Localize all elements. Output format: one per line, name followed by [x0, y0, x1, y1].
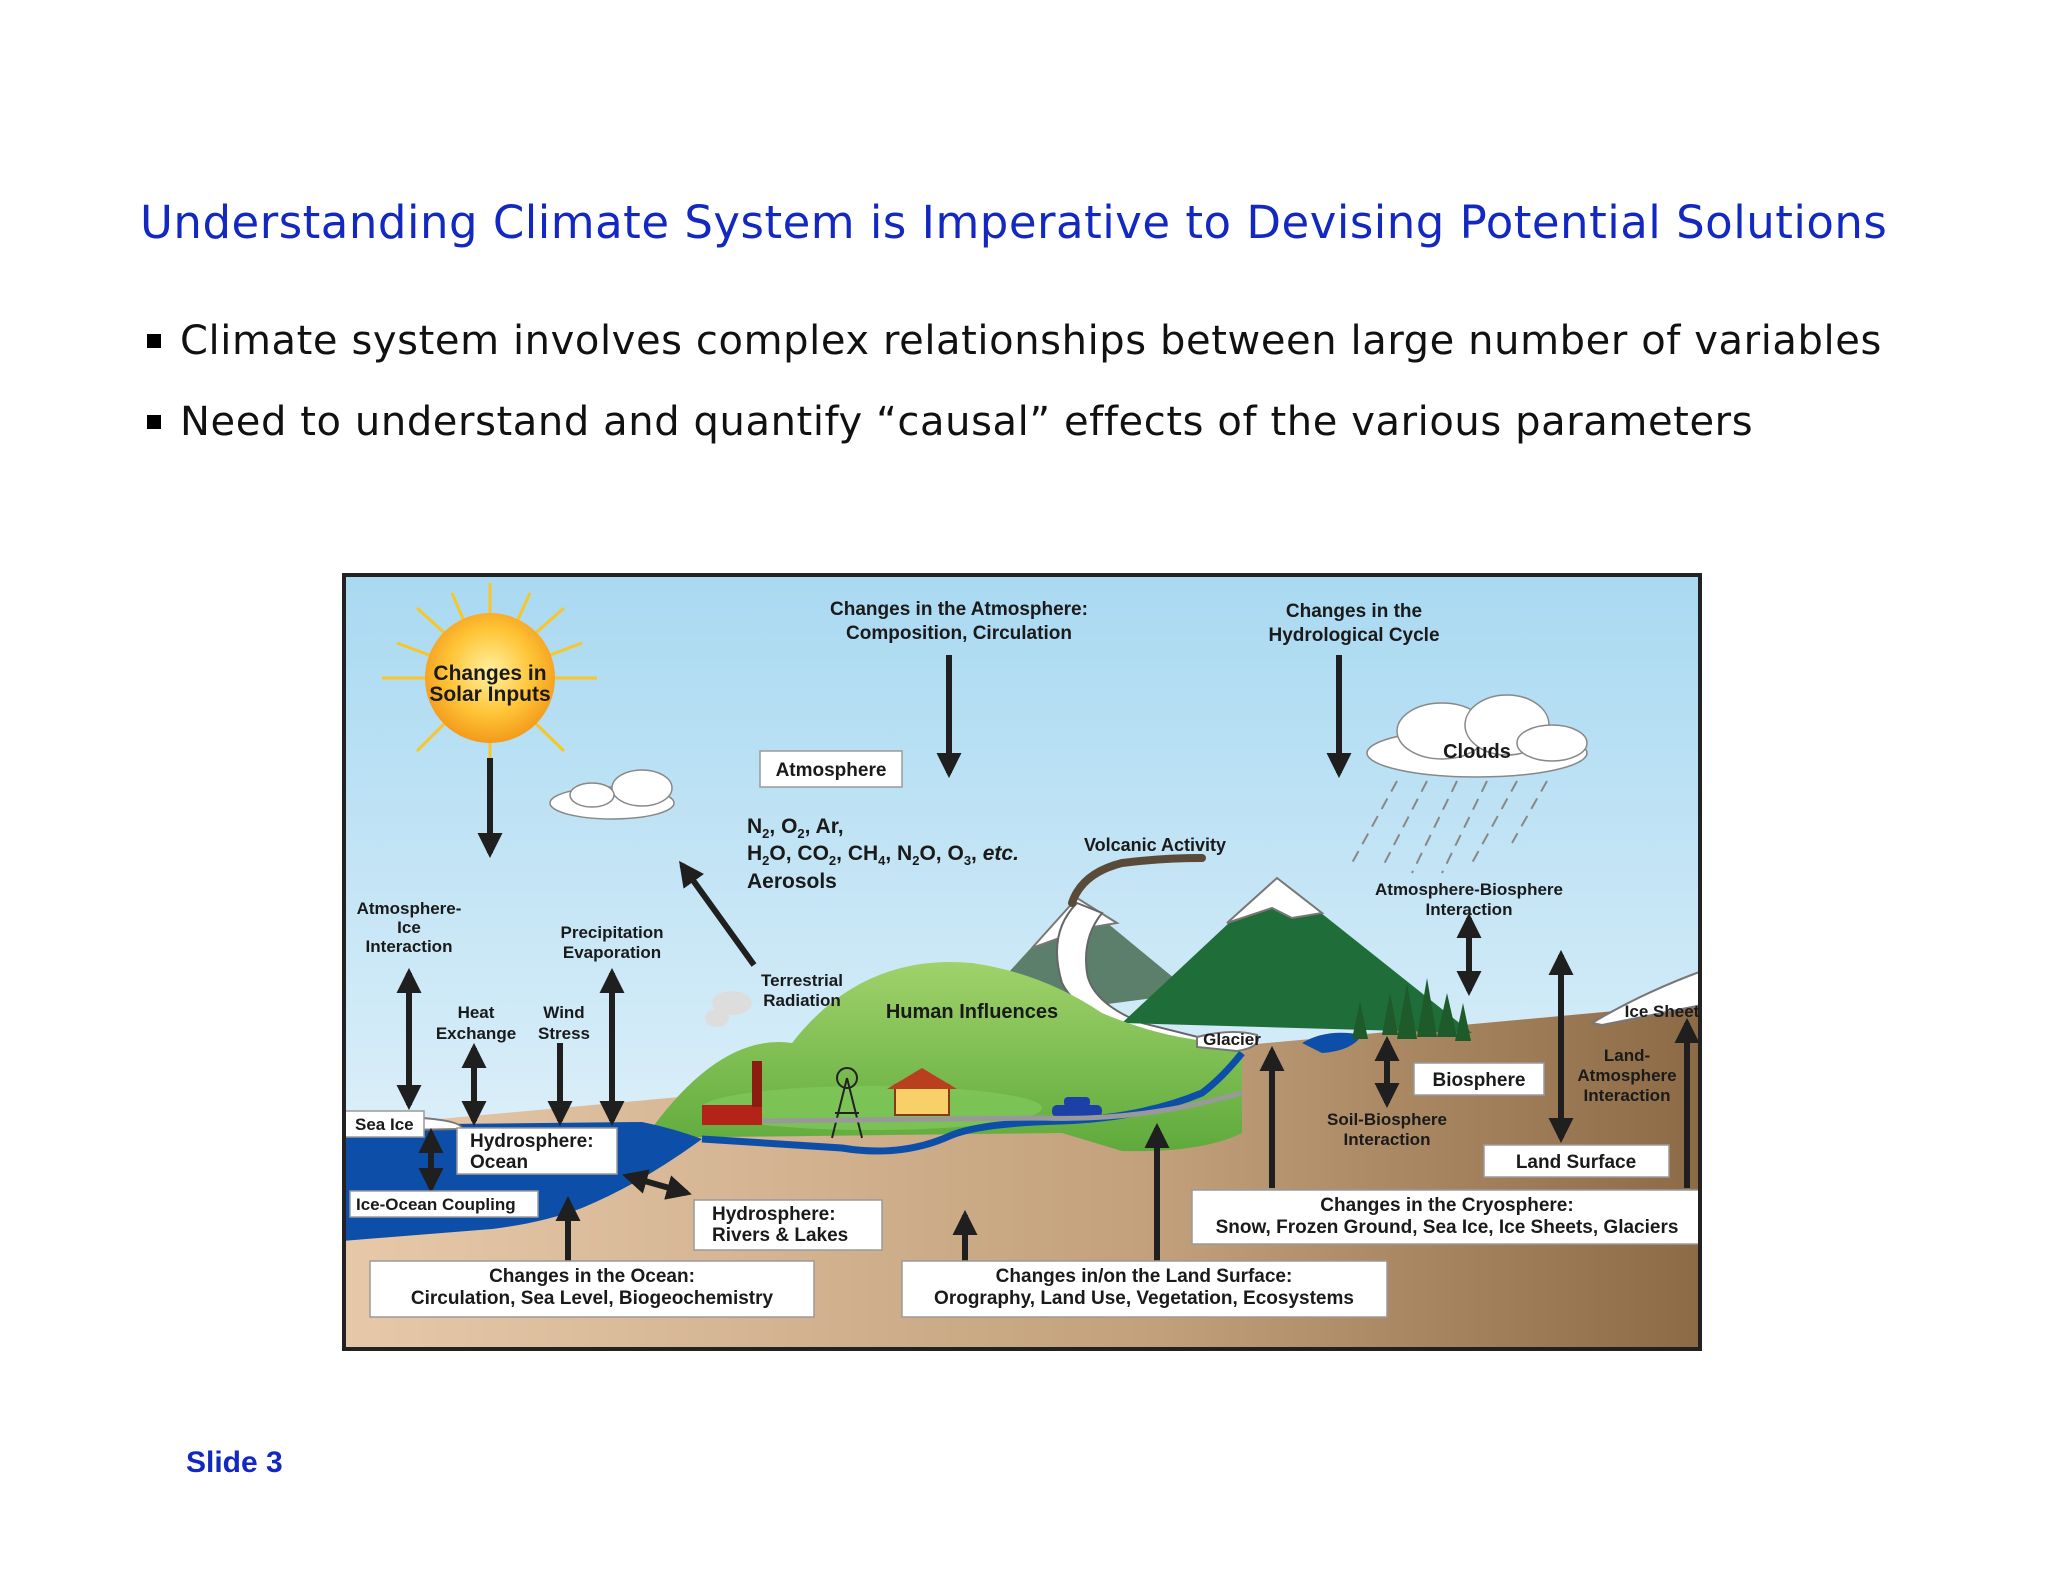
label-boxes — [342, 750, 1702, 1318]
land-atm-label: Interaction — [1584, 1086, 1671, 1105]
precip-label: Precipitation — [561, 923, 664, 942]
hydro-ocean-label: Hydrosphere: — [470, 1131, 594, 1152]
glacier-tongue — [1196, 1031, 1259, 1053]
volcanic-label: Volcanic Activity — [1084, 835, 1226, 855]
arrows — [477, 655, 1700, 1261]
slide-title: Understanding Climate System is Imperati… — [140, 196, 1888, 249]
rivers-ocean-arrow — [622, 1169, 692, 1200]
small-cloud-icon — [549, 769, 675, 820]
hydro-rivers-label: Hydrosphere: — [712, 1204, 836, 1225]
land-changes-label: Orography, Land Use, Vegetation, Ecosyst… — [934, 1288, 1354, 1309]
diagram-frame — [342, 573, 1702, 1351]
rain-streaks — [1351, 780, 1548, 874]
ocean-changes-label: Circulation, Sea Level, Biogeochemistry — [411, 1288, 774, 1309]
river — [701, 1050, 1245, 1155]
bullet-text: Climate system involves complex relation… — [180, 318, 1882, 364]
soil-bio-label: Soil-Biosphere — [1327, 1110, 1447, 1129]
sun-disc — [425, 613, 555, 743]
hydro-cycle-label: Hydrological Cycle — [1268, 625, 1439, 646]
atm-ice-label: Atmosphere- — [357, 899, 462, 918]
road — [761, 1090, 1243, 1124]
square-bullet-icon — [147, 415, 161, 429]
mountain-snowcap — [1226, 876, 1325, 924]
hydro-rivers-label: Rivers & Lakes — [712, 1225, 848, 1246]
aerosols-label: Aerosols — [747, 870, 837, 893]
human-influences-label: Human Influences — [886, 1001, 1058, 1023]
gases-line-2: H2O, CO2, CH4, N2O, O3, etc. — [747, 842, 1019, 868]
land-surface-label: Land Surface — [1516, 1152, 1636, 1173]
cryosphere-label: Snow, Frozen Ground, Sea Ice, Ice Sheets… — [1216, 1217, 1679, 1238]
land-atm-label: Land- — [1604, 1046, 1650, 1065]
terrestrial-label: Terrestrial — [761, 971, 843, 990]
terrestrial-radiation-arrow — [679, 860, 757, 967]
climate-system-diagram: Changes in Solar Inputs Changes in the A… — [342, 573, 1702, 1351]
car-icon — [1052, 1097, 1102, 1117]
wind-stress-label: Stress — [538, 1024, 590, 1043]
wind-stress-label: Wind — [543, 1003, 584, 1022]
sea-ice-label: Sea Ice — [355, 1115, 414, 1134]
solar-label: Changes in — [433, 662, 546, 685]
heat-exchange-label: Exchange — [436, 1024, 516, 1043]
factory-icon — [702, 991, 762, 1125]
ocean-changes-label: Changes in the Ocean: — [489, 1266, 695, 1287]
hydro-cycle-label: Changes in the — [1286, 601, 1422, 622]
forest-trees — [1352, 978, 1471, 1041]
gases-line-1: N2, O2, Ar, — [747, 815, 844, 841]
glacier-label: Glacier — [1203, 1030, 1261, 1049]
precip-label: Evaporation — [563, 943, 661, 962]
atm-ice-label: Ice — [397, 918, 421, 937]
volcanic-smoke — [1068, 854, 1206, 907]
atm-bio-label: Interaction — [1426, 900, 1513, 919]
lake — [1302, 1032, 1362, 1053]
double-arrows — [396, 912, 1574, 1200]
cryosphere-label: Changes in the Cryosphere: — [1320, 1195, 1573, 1216]
heat-exchange-label: Heat — [458, 1003, 495, 1022]
land-atm-label: Atmosphere — [1577, 1066, 1676, 1085]
terrestrial-label: Radiation — [763, 991, 840, 1010]
biosphere-label: Biosphere — [1433, 1070, 1526, 1091]
square-bullet-icon — [147, 334, 161, 348]
bullet-text: Need to understand and quantify “causal”… — [180, 399, 1754, 445]
ice-sheet-label: Ice Sheet — [1625, 1002, 1700, 1021]
atmosphere-changes-label: Changes in the Atmosphere: — [830, 599, 1088, 620]
soil-bio-label: Interaction — [1344, 1130, 1431, 1149]
atm-bio-label: Atmosphere-Biosphere — [1375, 880, 1563, 899]
slide-number: Slide 3 — [186, 1446, 283, 1479]
rain-cloud-icon — [1366, 694, 1588, 778]
land-changes-label: Changes in/on the Land Surface: — [996, 1266, 1293, 1287]
diagram-canvas: Changes in Solar Inputs Changes in the A… — [342, 573, 1702, 1351]
green-mountain — [1122, 878, 1472, 1033]
hydro-ocean-label: Ocean — [470, 1152, 528, 1173]
ice-ocean-label: Ice-Ocean Coupling — [356, 1195, 516, 1214]
atm-ice-label: Interaction — [366, 937, 453, 956]
atmosphere-changes-label: Composition, Circulation — [846, 623, 1072, 644]
clouds-label: Clouds — [1443, 741, 1511, 763]
solar-label: Solar Inputs — [429, 683, 550, 706]
ice-sheet-shape — [1589, 969, 1702, 1027]
windmill-icon — [831, 1067, 863, 1139]
atmosphere-label: Atmosphere — [776, 760, 887, 781]
house-icon — [887, 1068, 957, 1116]
